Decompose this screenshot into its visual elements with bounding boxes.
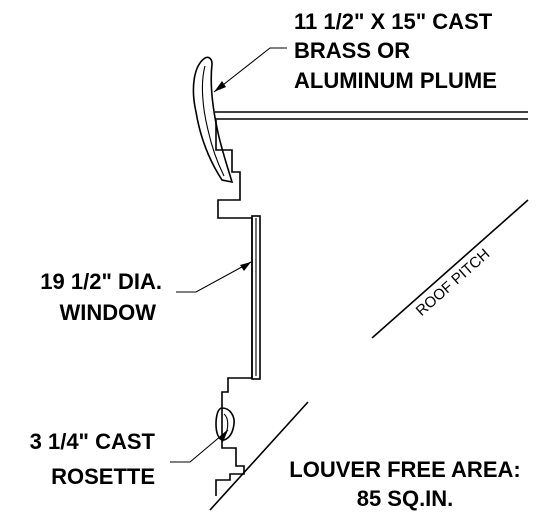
cupola-profile (215, 120, 253, 496)
window-element (251, 215, 261, 380)
plume-label-line-1: 11 1/2" X 15" CAST (294, 9, 493, 34)
window-label-line-2: WINDOW (59, 300, 156, 325)
plume-ornament (192, 56, 234, 184)
plume-label: 11 1/2" X 15" CAST BRASS OR ALUMINUM PLU… (294, 9, 497, 93)
window-leader (176, 261, 252, 293)
rosette-leader (170, 429, 229, 463)
ridge-board (215, 111, 528, 120)
rosette-label: 3 1/4" CAST ROSETTE (30, 429, 156, 489)
arrowheads (214, 81, 251, 442)
rosette-label-line-2: ROSETTE (51, 464, 155, 489)
louver-label-line-2: 85 SQ.IN. (357, 486, 454, 511)
rosette-label-line-1: 3 1/4" CAST (30, 429, 156, 454)
window-label: 19 1/2" DIA. WINDOW (40, 269, 162, 325)
roof-pitch-label: ROOF PITCH (413, 246, 494, 320)
roof-pitch-line (371, 199, 529, 339)
plume-label-line-2: BRASS OR (294, 38, 410, 63)
plume-leader (213, 47, 287, 93)
louver-label-line-1: LOUVER FREE AREA: (289, 457, 520, 482)
window-label-line-1: 19 1/2" DIA. (40, 269, 162, 294)
louver-label: LOUVER FREE AREA: 85 SQ.IN. (289, 457, 520, 511)
roof-line (209, 401, 309, 511)
plume-label-line-3: ALUMINUM PLUME (294, 68, 497, 93)
leader-lines (170, 47, 287, 463)
